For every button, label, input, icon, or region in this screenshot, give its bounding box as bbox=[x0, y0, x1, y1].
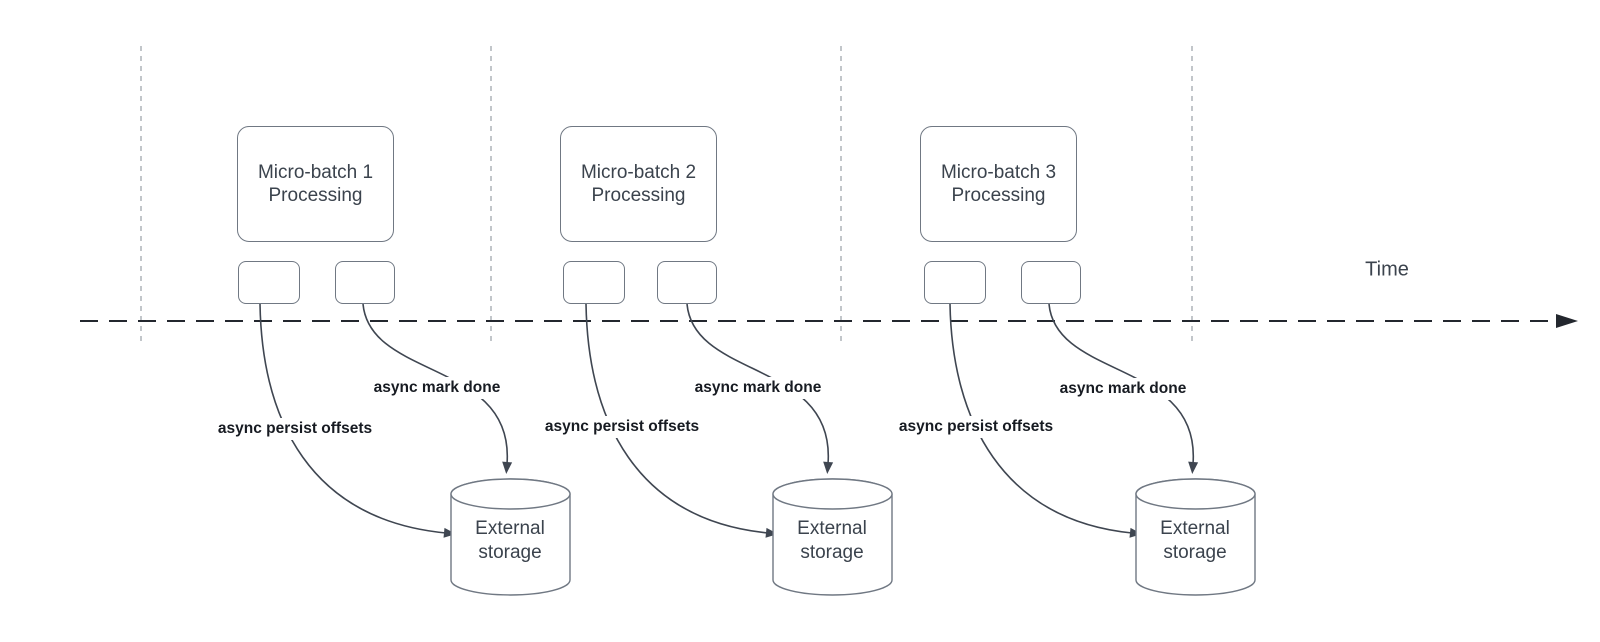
batch-1-persist-offsets-arrow bbox=[259, 303, 456, 538]
batch-2-mark-done-task-box bbox=[657, 261, 717, 304]
batch-1-persist-task-box bbox=[238, 261, 300, 304]
batch-3-mark-done-task-box bbox=[1021, 261, 1081, 304]
batch-3-persist-offsets-arrow bbox=[949, 303, 1142, 538]
batch-1-mark-done-label: async mark done bbox=[369, 377, 505, 399]
batch-1-mark-done-task-box bbox=[335, 261, 395, 304]
external-storage-3-label: External storage bbox=[1160, 518, 1230, 563]
micro-batch-3-processing-box: Micro-batch 3 Processing bbox=[920, 126, 1077, 242]
micro-batch-1-processing-box: Micro-batch 1 Processing bbox=[237, 126, 394, 242]
external-storage-1-cylinder bbox=[450, 478, 571, 596]
batch-1-mark-done-arrow bbox=[362, 303, 513, 474]
external-storage-1-label: External storage bbox=[475, 518, 545, 563]
batch-2-persist-offsets-arrow bbox=[585, 303, 778, 538]
micro-batch-3-title: Micro-batch 3 Processing bbox=[940, 162, 1057, 206]
micro-batch-2-title: Micro-batch 2 Processing bbox=[580, 162, 697, 206]
external-storage-2-cylinder bbox=[772, 478, 893, 596]
external-storage-3-cylinder bbox=[1135, 478, 1256, 596]
batch-3-persist-offsets-label: async persist offsets bbox=[894, 416, 1058, 438]
time-axis-label: Time bbox=[1365, 258, 1409, 281]
micro-batch-2-processing-box: Micro-batch 2 Processing bbox=[560, 126, 717, 242]
external-storage-2-label: External storage bbox=[797, 518, 867, 563]
batch-3-persist-task-box bbox=[924, 261, 986, 304]
batch-2-persist-offsets-label: async persist offsets bbox=[540, 416, 704, 438]
micro-batch-1-title: Micro-batch 1 Processing bbox=[257, 162, 374, 206]
batch-3-mark-done-arrow bbox=[1048, 303, 1199, 474]
batch-1-persist-offsets-label: async persist offsets bbox=[213, 418, 377, 440]
batch-2-mark-done-arrow bbox=[686, 303, 834, 474]
batch-2-persist-task-box bbox=[563, 261, 625, 304]
batch-2-mark-done-label: async mark done bbox=[690, 377, 826, 399]
batch-3-mark-done-label: async mark done bbox=[1055, 378, 1191, 400]
